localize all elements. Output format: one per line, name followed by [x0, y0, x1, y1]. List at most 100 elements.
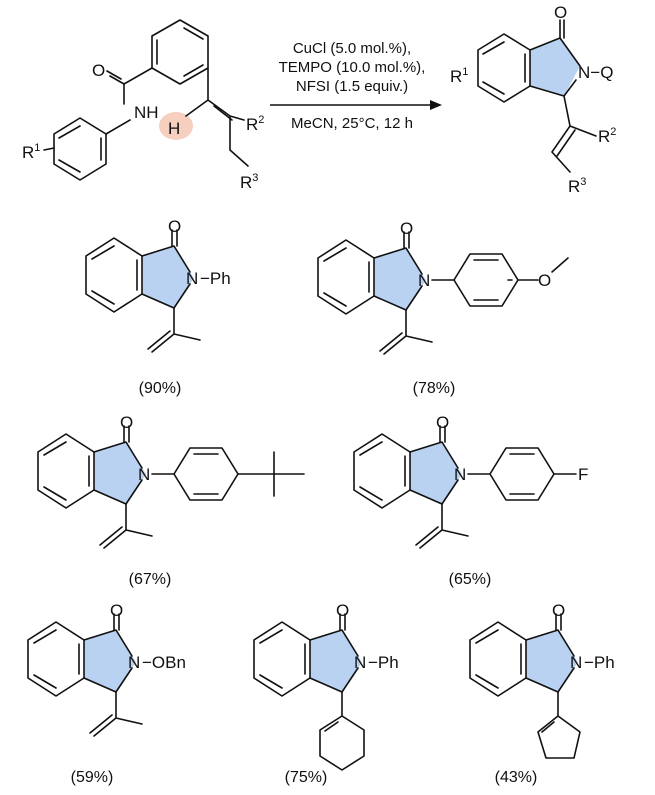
benzene-ring — [27, 621, 85, 697]
n-label: N — [454, 465, 466, 484]
fluorine-label: F — [578, 465, 588, 484]
product-carbonyl — [559, 19, 565, 39]
product-benzene-inner — [482, 41, 526, 95]
reactant-benzene-ring — [151, 19, 209, 85]
benzene-inner — [91, 245, 138, 305]
product-carbonyl-o: O — [554, 3, 567, 22]
carbonyl-double — [106, 70, 122, 80]
product-alkene — [551, 95, 597, 173]
benzene-inner — [43, 441, 90, 501]
condition-catalyst: CuCl (5.0 mol.%), — [293, 40, 411, 57]
condition-nfsi: NFSI (1.5 equiv.) — [296, 78, 408, 95]
aryl-ring — [431, 253, 519, 307]
yield-example-5: (59%) — [71, 769, 114, 786]
aryl-ring — [467, 447, 555, 501]
reactant-benzene-inner — [156, 27, 204, 77]
benzene-ring — [353, 433, 411, 509]
isopropenyl — [415, 503, 469, 549]
example-2: O N O — [317, 219, 569, 355]
example-7: O N −Ph — [469, 601, 615, 759]
carbonyl-o: O — [120, 413, 133, 432]
yield-example-2: (78%) — [413, 380, 456, 397]
methoxy-bond — [517, 257, 569, 281]
reaction-arrow — [270, 100, 442, 110]
n-label: N — [128, 653, 140, 672]
lactam-fill — [142, 246, 194, 308]
product-structure: O N−Q R1 R2 R3 — [450, 3, 616, 196]
reactant-h-label: H — [168, 119, 180, 138]
aryl-inner — [193, 453, 219, 495]
carbonyl-o: O — [336, 601, 349, 620]
benzene-ring — [469, 621, 527, 697]
carbonyl — [339, 613, 346, 631]
benzene-inner — [359, 441, 406, 501]
methoxy-o: O — [538, 271, 551, 290]
reactant-structure: O NH R1 H R2 R3 — [22, 19, 264, 192]
amide-bonds — [109, 67, 153, 105]
lactam-fill — [410, 442, 462, 504]
yield-example-1: (90%) — [139, 380, 182, 397]
general-reaction: O NH R1 H R2 R3 CuCl (5.0 mol.%), TEMPO … — [22, 3, 616, 196]
alkene-double — [213, 105, 233, 121]
yield-example-4: (65%) — [449, 571, 492, 588]
carbonyl — [113, 613, 120, 631]
carbonyl — [439, 425, 446, 443]
benzene-inner — [33, 629, 80, 689]
example-5: O N −OBn — [27, 601, 186, 737]
n-substituent: −Ph — [368, 653, 399, 672]
isopropenyl — [99, 503, 153, 549]
n-label: N — [186, 269, 198, 288]
yield-example-7: (43%) — [495, 769, 538, 786]
n-label: N — [418, 271, 430, 290]
n-label: N — [354, 653, 366, 672]
benzene-ring — [85, 237, 143, 313]
benzene-ring — [317, 239, 375, 315]
benzene-ring — [37, 433, 95, 509]
example-6: O N −Ph — [253, 601, 399, 771]
cyclopentenyl-ring — [537, 691, 581, 759]
carbonyl-o: O — [552, 601, 565, 620]
reactant-r2-label: R2 — [246, 114, 264, 134]
product-r1-label: R1 — [450, 66, 468, 86]
reactant-r1-label: R1 — [22, 142, 40, 162]
product-benzene-ring — [477, 33, 531, 103]
benzene-ring — [253, 621, 311, 697]
carbonyl-o: O — [400, 219, 413, 238]
carbonyl-o: O — [436, 413, 449, 432]
n-aryl-ring — [53, 117, 107, 181]
benzene-inner — [475, 629, 522, 689]
n-label: N — [138, 465, 150, 484]
cyclopentenyl-double — [541, 721, 555, 733]
cyclohexenyl-ring — [319, 691, 365, 771]
carbonyl-o: O — [168, 217, 181, 236]
carbonyl-o: O — [110, 601, 123, 620]
reactant-carbonyl-o: O — [92, 61, 105, 80]
yield-example-6: (75%) — [285, 769, 328, 786]
product-lactam-fill — [530, 38, 580, 96]
lactam-fill — [374, 248, 426, 310]
reactant-nh-label: NH — [134, 103, 159, 122]
r1-bond — [43, 147, 55, 151]
n-label: N — [570, 653, 582, 672]
n-substituent: −Ph — [200, 269, 231, 288]
tert-butyl — [237, 451, 305, 497]
example-3: O N — [37, 413, 305, 549]
aryl-inner — [473, 259, 513, 301]
reactant-r3-label: R3 — [240, 172, 258, 192]
lactam-fill — [84, 630, 136, 692]
condition-tempo: TEMPO (10.0 mol.%), — [279, 59, 426, 76]
product-alkene-double — [556, 129, 576, 157]
condition-solvent: MeCN, 25°C, 12 h — [291, 115, 413, 132]
n-aryl-bond — [105, 119, 131, 135]
isopropenyl — [147, 307, 201, 353]
alkene-chain — [185, 67, 249, 167]
yield-example-3: (67%) — [129, 571, 172, 588]
benzene-inner — [259, 629, 306, 689]
carbonyl — [555, 613, 562, 631]
carbonyl — [403, 231, 410, 249]
benzene-inner — [323, 247, 370, 307]
lactam-fill — [526, 630, 578, 692]
lactam-fill — [94, 442, 146, 504]
h-highlight — [159, 112, 193, 140]
